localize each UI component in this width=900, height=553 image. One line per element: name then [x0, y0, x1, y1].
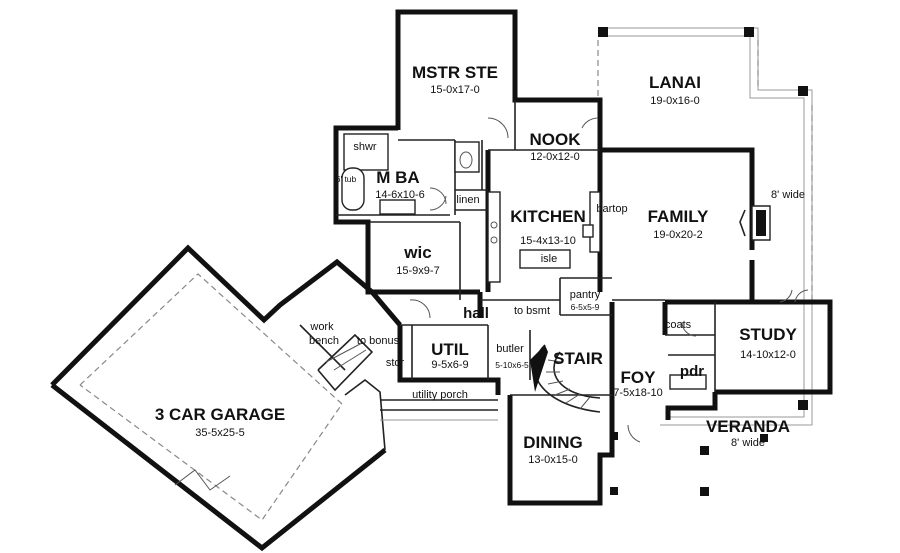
room-dims-garage: 35-5x25-5 — [195, 427, 245, 439]
small-labels: shwr 6' tub linen bartop isle 8' wide ha… — [309, 141, 805, 401]
label-tub: 6' tub — [336, 174, 357, 184]
curved-stair — [530, 344, 601, 413]
room-dims-m-ba: 14-6x10-6 — [375, 189, 425, 201]
room-name-lanai: LANAI — [649, 73, 701, 92]
room-name-util: UTIL — [431, 340, 469, 359]
room-dims-dining: 13-0x15-0 — [528, 454, 578, 466]
label-utility-porch: utility porch — [412, 389, 468, 401]
label-to-bsmt: to bsmt — [514, 305, 550, 317]
room-name-dining: DINING — [523, 433, 583, 452]
room-dims-kitchen: 15-4x13-10 — [520, 235, 576, 247]
room-dims-study: 14-10x12-0 — [740, 349, 796, 361]
room-name-mstr-ste: MSTR STE — [412, 63, 498, 82]
room-name-family: FAMILY — [648, 207, 709, 226]
room-dims-pantry: 6-5x5-9 — [571, 302, 600, 312]
room-dims-family: 19-0x20-2 — [653, 229, 703, 241]
room-name-kitchen: KITCHEN — [510, 207, 586, 226]
room-name-pantry: pantry — [570, 289, 601, 301]
room-dims-wic: 15-9x9-7 — [396, 265, 439, 277]
room-dims-butler: 5-10x6-5 — [495, 360, 529, 370]
room-name-wic: wic — [403, 243, 431, 262]
kitchen-fixtures — [487, 191, 601, 283]
room-name-foy: FOY — [621, 368, 657, 387]
garage-walls — [50, 244, 402, 552]
interior-walls — [336, 100, 716, 411]
room-name-butler: butler — [496, 343, 524, 355]
bath-fixtures — [341, 133, 707, 390]
room-name-pdr: pdr — [680, 363, 704, 380]
door-swings — [409, 117, 809, 443]
label-shwr: shwr — [353, 141, 377, 153]
room-name-study: STUDY — [739, 325, 797, 344]
room-dims-foy: 7-5x18-10 — [613, 387, 663, 399]
label-hall: hall — [463, 305, 489, 322]
room-name-nook: NOOK — [530, 130, 582, 149]
room-dims-mstr-ste: 15-0x17-0 — [430, 84, 480, 96]
room-dims-veranda: 8' wide — [731, 437, 765, 449]
label-linen: linen — [456, 194, 479, 206]
room-dims-util: 9-5x6-9 — [431, 359, 468, 371]
label-eight-wide: 8' wide — [771, 189, 805, 201]
label-coats: coats — [665, 319, 692, 331]
room-name-veranda: VERANDA — [706, 417, 790, 436]
room-dims-nook: 12-0x12-0 — [530, 151, 580, 163]
label-isle: isle — [541, 253, 558, 265]
room-name-stair: STAIR — [553, 349, 603, 368]
label-to-bonus: to bonus — [357, 335, 400, 347]
label-bench: bench — [309, 335, 339, 347]
label-bartop: bartop — [596, 203, 627, 215]
label-work: work — [309, 321, 334, 333]
label-stor: stor — [386, 357, 405, 369]
fireplace — [739, 205, 771, 241]
room-name-m-ba: M BA — [376, 168, 419, 187]
room-labels: MSTR STE 15-0x17-0 LANAI 19-0x16-0 NOOK … — [155, 63, 798, 466]
room-dims-lanai: 19-0x16-0 — [650, 95, 700, 107]
room-name-garage: 3 CAR GARAGE — [155, 405, 285, 424]
lanai-porch-outline — [597, 27, 813, 426]
